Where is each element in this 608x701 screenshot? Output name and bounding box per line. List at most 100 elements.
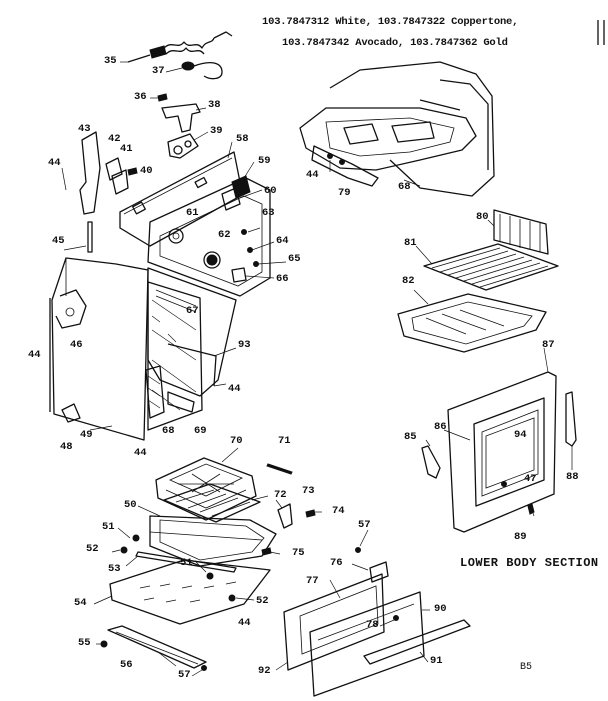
rod-45	[87, 221, 93, 253]
callout-63: 63	[262, 207, 275, 219]
callout-49: 49	[80, 429, 93, 441]
callout-37: 37	[152, 65, 165, 77]
callout-57a: 57	[178, 669, 191, 681]
callout-60: 60	[264, 185, 277, 197]
callout-89: 89	[514, 531, 527, 543]
callout-76: 76	[330, 557, 343, 569]
drawer-rod-91	[363, 619, 471, 665]
screw-75	[261, 547, 272, 556]
leader-lines	[61, 61, 573, 677]
terminal-block-60	[221, 187, 241, 211]
screw-36	[157, 93, 168, 102]
foot-48	[61, 403, 81, 423]
callout-52b: 52	[256, 595, 269, 607]
bracket-69	[167, 391, 195, 413]
bracket-39	[167, 133, 199, 159]
callout-82: 82	[402, 275, 415, 287]
broiler-grid-72	[163, 483, 261, 523]
callout-71: 71	[278, 435, 291, 447]
plug-66	[231, 267, 247, 283]
callout-88: 88	[566, 471, 579, 483]
insulation-68	[145, 365, 165, 419]
callout-44c: 44	[228, 383, 241, 395]
callout-92: 92	[258, 665, 271, 677]
model-numbers-line-2: 103.7847342 Avocado, 103.7847362 Gold	[282, 37, 508, 49]
callout-44e: 44	[306, 169, 319, 181]
callout-93: 93	[238, 339, 251, 351]
callout-44b: 44	[28, 349, 41, 361]
side-panel-46	[49, 257, 149, 441]
hinge-88	[565, 391, 577, 447]
callout-57b: 57	[358, 519, 371, 531]
screw-64	[247, 247, 253, 253]
screw-44f	[228, 594, 236, 602]
rod-71	[266, 463, 293, 475]
bottom-panel-54	[109, 559, 271, 625]
bracket-43	[79, 131, 101, 215]
callout-51b: 51	[180, 557, 193, 569]
callout-44f: 44	[238, 617, 251, 629]
bracket-76	[369, 561, 389, 583]
screw-40	[127, 167, 138, 176]
border-mark	[597, 20, 605, 45]
screw-63	[241, 229, 247, 235]
callout-68a: 68	[162, 425, 175, 437]
oven-rack-81	[423, 243, 559, 291]
drawer-front-77	[283, 573, 385, 671]
element-62	[203, 251, 221, 269]
screw-52	[120, 546, 128, 554]
callout-45: 45	[52, 235, 65, 247]
callout-72: 72	[274, 489, 287, 501]
screw-57a	[201, 665, 207, 671]
callout-77: 77	[306, 575, 319, 587]
callout-52a: 52	[86, 543, 99, 555]
callout-79: 79	[338, 187, 351, 199]
cooktop-68	[299, 61, 495, 197]
callout-81: 81	[404, 237, 417, 249]
section-title: LOWER BODY SECTION	[460, 556, 599, 570]
callout-87: 87	[542, 339, 555, 351]
callout-51a: 51	[102, 521, 115, 533]
callout-86: 86	[434, 421, 447, 433]
callout-85: 85	[404, 431, 417, 443]
power-cord-35	[127, 31, 233, 63]
drawer-90	[309, 591, 425, 697]
screw-74	[305, 509, 316, 518]
callout-90: 90	[434, 603, 447, 615]
screw-51	[132, 534, 140, 542]
callout-54: 54	[74, 597, 87, 609]
callout-42: 42	[108, 133, 121, 145]
callout-40: 40	[140, 165, 153, 177]
callout-56: 56	[120, 659, 133, 671]
callout-39: 39	[210, 125, 223, 137]
callout-44d: 44	[134, 447, 147, 459]
callout-44a: 44	[48, 157, 61, 169]
callout-69: 69	[194, 425, 207, 437]
callout-59: 59	[258, 155, 271, 167]
callout-68b: 68	[398, 181, 411, 193]
broiler-drawer-50	[149, 515, 277, 567]
callout-78: 78	[366, 619, 379, 631]
panel-93	[147, 267, 237, 397]
oven-door-87	[447, 371, 557, 533]
callout-91: 91	[430, 655, 443, 667]
callout-36: 36	[134, 91, 147, 103]
callout-53: 53	[108, 563, 121, 575]
switch-41	[111, 169, 129, 195]
model-numbers-line-1: 103.7847312 White, 103.7847322 Copperton…	[262, 16, 519, 28]
screw-47	[501, 481, 507, 487]
callout-38: 38	[208, 99, 221, 111]
callout-61: 61	[186, 207, 199, 219]
callout-47: 47	[524, 473, 537, 485]
oven-rack-80	[493, 209, 549, 255]
callout-35: 35	[104, 55, 117, 67]
bracket-38	[161, 103, 201, 133]
callout-73: 73	[302, 485, 315, 497]
page-code: B5	[520, 662, 533, 673]
screw-65	[253, 261, 259, 267]
screw-78	[393, 615, 399, 621]
callout-58: 58	[236, 133, 249, 145]
screw-51b	[206, 572, 214, 580]
